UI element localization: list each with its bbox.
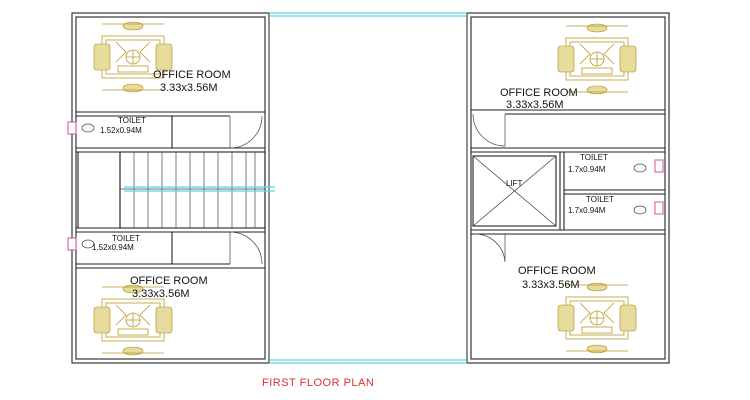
lift-shaft xyxy=(472,155,557,227)
office-bottom-right-name: OFFICE ROOM xyxy=(518,265,596,277)
office-top-left-name: OFFICE ROOM xyxy=(153,69,231,81)
toilet-right-upper-name: TOILET xyxy=(580,153,608,162)
plan-title: FIRST FLOOR PLAN xyxy=(262,377,374,389)
office-top-right-name: OFFICE ROOM xyxy=(500,87,578,99)
lift-label: LIFT xyxy=(506,179,523,188)
toilet-right-lower-size: 1.7x0.94M xyxy=(568,206,606,215)
office-top-left-size: 3.33x3.56M xyxy=(160,82,217,94)
right-wing-partitions xyxy=(471,109,665,263)
outer-walls xyxy=(71,12,670,364)
toilet-top-left-name: TOILET xyxy=(118,116,146,125)
office-bottom-right-size: 3.33x3.56M xyxy=(522,279,579,291)
office-bottom-left-name: OFFICE ROOM xyxy=(130,275,208,287)
office-top-right-size: 3.33x3.56M xyxy=(506,99,563,111)
staircase xyxy=(77,151,275,229)
central-corridor xyxy=(268,12,468,364)
furniture-bottom-right xyxy=(557,282,637,354)
toilet-top-left-size: 1.52x0.94M xyxy=(100,126,142,135)
toilet-right-lower-name: TOILET xyxy=(586,195,614,204)
toilet-fixtures xyxy=(67,121,664,251)
office-bottom-left-size: 3.33x3.56M xyxy=(132,288,189,300)
toilet-bottom-left-name: TOILET xyxy=(112,234,140,243)
left-wing-partitions xyxy=(76,111,265,269)
toilet-right-upper-size: 1.7x0.94M xyxy=(568,165,606,174)
toilet-bottom-left-size: 1.52x0.94M xyxy=(92,243,134,252)
furniture-top-right xyxy=(557,23,637,95)
